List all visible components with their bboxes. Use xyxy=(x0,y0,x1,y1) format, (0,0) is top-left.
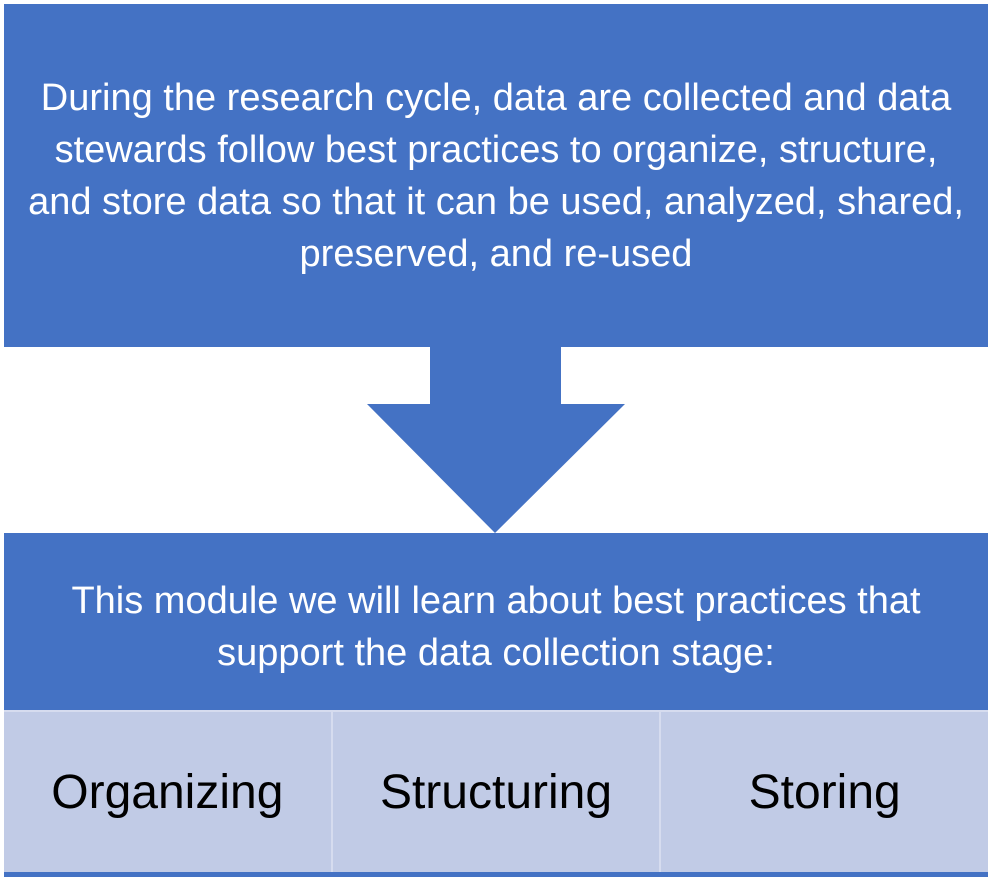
practice-organizing: Organizing xyxy=(4,710,333,872)
module-box: This module we will learn about best pra… xyxy=(4,533,989,877)
practices-row: Organizing Structuring Storing xyxy=(4,710,989,872)
practice-storing: Storing xyxy=(661,710,989,872)
research-cycle-text: During the research cycle, data are coll… xyxy=(28,76,964,275)
practice-structuring: Structuring xyxy=(332,710,662,872)
research-cycle-box: During the research cycle, data are coll… xyxy=(4,4,988,347)
module-text: This module we will learn about best pra… xyxy=(71,580,921,674)
